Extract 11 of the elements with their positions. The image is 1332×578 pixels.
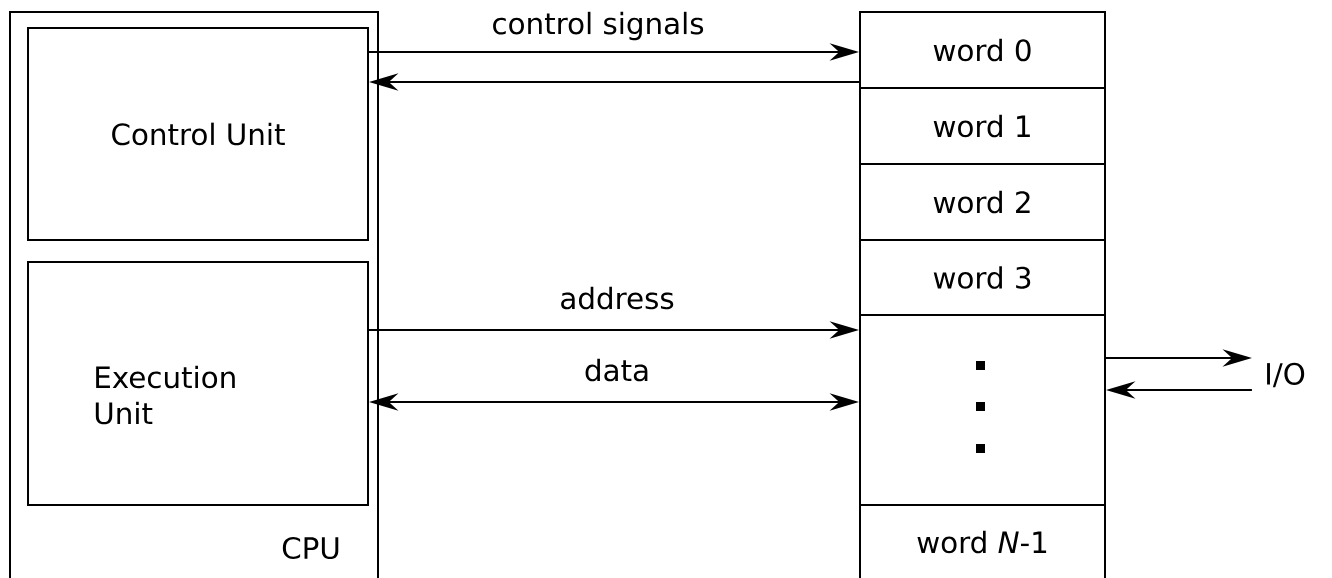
- unit-box: Control Unit: [27, 27, 369, 241]
- edge-label: address: [558, 285, 676, 311]
- memory-cell: word 1: [859, 87, 1106, 165]
- memory-cell: word N-1: [859, 504, 1106, 578]
- memory-cell: word 2: [859, 163, 1106, 241]
- io-label: I/O: [1267, 362, 1305, 388]
- memory-cell: word 3: [859, 239, 1106, 316]
- edge-label: data: [582, 357, 652, 383]
- edge-label: control signals: [490, 10, 706, 42]
- unit-box: Execution Unit: [27, 261, 369, 506]
- memory-cell: word 0: [859, 11, 1106, 89]
